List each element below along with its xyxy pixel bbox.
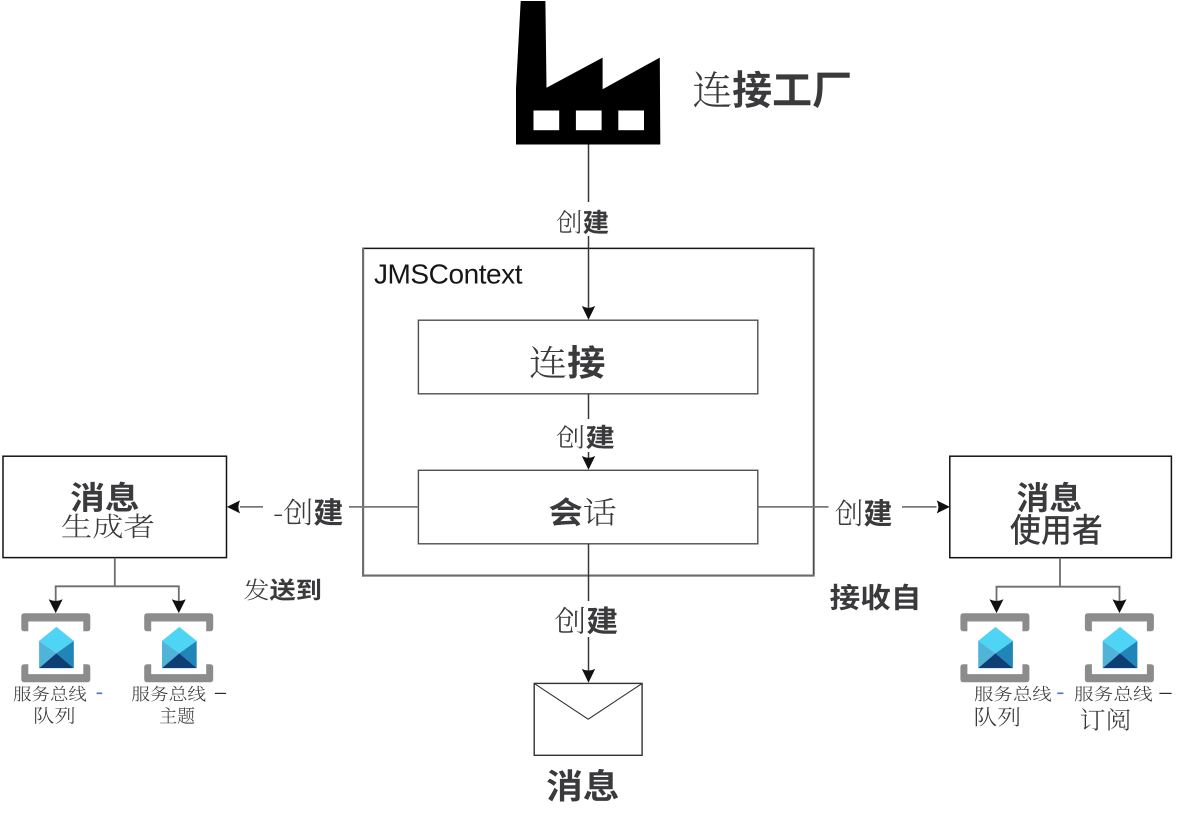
svg-text:JMSContext: JMSContext bbox=[374, 259, 523, 290]
